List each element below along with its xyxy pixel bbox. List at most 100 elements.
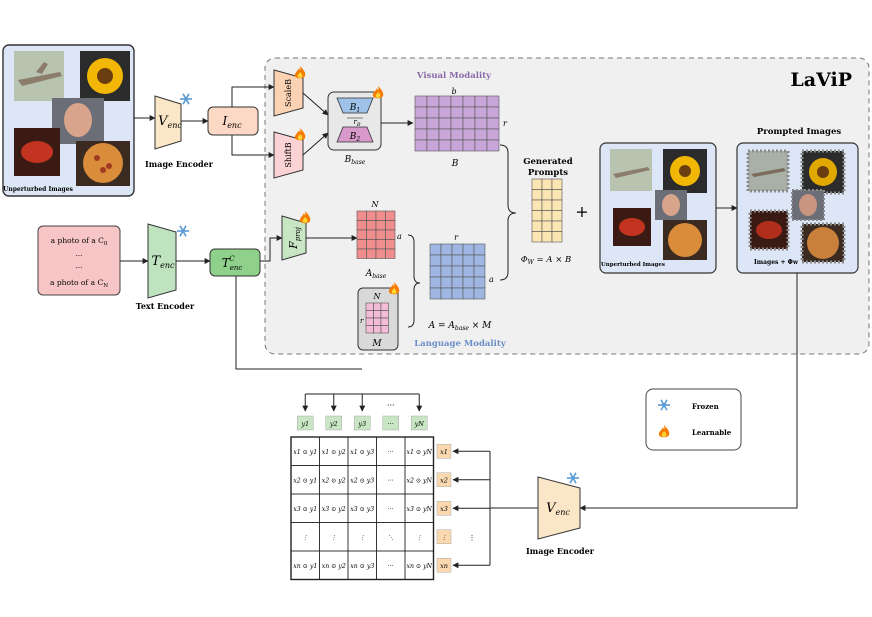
legend-box: [645, 388, 742, 451]
b-matrix-cell: [438, 117, 452, 130]
y-label-box: [325, 415, 342, 431]
image-thumbnails-left: [14, 51, 130, 186]
a-matrix-cell: [462, 254, 475, 267]
y-label: y3: [357, 420, 366, 428]
prompt-matrix-cell: [551, 220, 563, 232]
prompt-matrix-cell: [531, 210, 543, 222]
a-matrix-cell: [473, 243, 486, 256]
y-label: ···: [388, 420, 394, 428]
prompt-matrix-cell: [531, 199, 543, 211]
a-matrix-cell: [462, 265, 475, 278]
m-left-dim: r: [360, 317, 364, 325]
shift-b-label: ShiftB: [284, 142, 293, 167]
abase-matrix-cell: [375, 239, 386, 250]
b-matrix-cell: [438, 139, 452, 152]
i-enc-block: [207, 106, 259, 136]
brace-a: [407, 234, 421, 328]
similarity-cell-value: ···: [388, 506, 394, 513]
b-matrix-grid: [414, 95, 500, 152]
b-matrix-cell: [426, 117, 440, 130]
m-matrix-cell: [365, 302, 374, 311]
m-matrix-cell: [380, 302, 389, 311]
visual-modality-label: Visual Modality: [416, 71, 492, 81]
generated-prompts-label-2: Prompts: [528, 168, 568, 178]
similarity-cell: [404, 550, 434, 580]
frozen-icon-v-enc-bottom: [566, 471, 580, 485]
prompted-images-title: Prompted Images: [757, 127, 842, 137]
a-matrix-cell: [462, 243, 475, 256]
a-matrix-cell: [440, 254, 453, 267]
abase-matrix-cell: [366, 239, 377, 250]
x-label: x1: [440, 448, 448, 456]
b-matrix-cell: [462, 128, 476, 141]
prompt-matrix-cell: [541, 178, 553, 190]
frozen-icon-t-enc: [176, 225, 190, 237]
m-matrix-cell: [365, 317, 374, 326]
x-label-box: [436, 472, 452, 487]
similarity-cell-value: x2 ⊙ y1: [293, 477, 317, 484]
similarity-cell-value: x2 ⊙ y2: [322, 477, 346, 484]
a-top-dim: r: [454, 233, 459, 242]
abase-right-dim: a: [397, 232, 402, 241]
a-matrix-cell: [473, 254, 486, 267]
abase-matrix-cell: [356, 248, 367, 259]
b-matrix-cell: [414, 139, 428, 152]
scale-b-label: ScaleB: [284, 79, 293, 107]
prompt-matrix-cell: [531, 220, 543, 232]
a-matrix-cell: [451, 243, 464, 256]
a-matrix-cell: [429, 287, 442, 300]
v-enc-block-bottom: [537, 476, 581, 540]
b-matrix-cell: [462, 117, 476, 130]
x-dots: ⋮: [469, 534, 476, 542]
t-enc-block: [147, 223, 177, 299]
x-label-box: [436, 558, 452, 573]
abase-matrix-cell: [356, 229, 367, 240]
shift-b-block: [273, 131, 304, 179]
a-matrix-cell: [451, 276, 464, 289]
prompt-matrix-cell: [531, 178, 543, 190]
a-matrix-cell: [462, 276, 475, 289]
b-matrix-cell: [450, 117, 464, 130]
abase-matrix-cell: [385, 248, 396, 259]
t-enc-c-block: [209, 248, 261, 277]
similarity-cell-value: xn ⊙ yN: [406, 563, 432, 570]
b-matrix-cell: [462, 139, 476, 152]
prompt-matrix-cell: [551, 178, 563, 190]
f-proj-block: [281, 215, 307, 261]
b-right-dim: r: [503, 119, 508, 128]
y-label-box: [354, 415, 371, 431]
b-matrix-cell: [486, 128, 500, 141]
prompt-matrix-cell: [541, 189, 553, 201]
unperturbed-images-caption-right: Unperturbed Images: [601, 262, 665, 268]
scale-b-block: [273, 69, 304, 117]
similarity-cell-value: ···: [388, 449, 394, 456]
b-matrix-cell: [474, 128, 488, 141]
prompt-matrix-cell: [541, 231, 553, 243]
a-matrix-cell: [451, 287, 464, 300]
similarity-cell-value: ⋱: [388, 534, 394, 541]
a-matrix-cell: [429, 254, 442, 267]
b1-label: B1: [349, 103, 360, 114]
similarity-cell-value: xn ⊙ y2: [322, 563, 346, 570]
a-matrix-cell: [473, 287, 486, 300]
legend-frozen-label: Frozen: [692, 402, 719, 411]
prompt-matrix-cell: [551, 210, 563, 222]
abase-matrix-cell: [385, 239, 396, 250]
similarity-cell-value: x2 ⊙ yN: [407, 477, 433, 484]
m-matrix-cell: [380, 310, 389, 319]
similarity-cell-value: ⋮: [331, 534, 337, 541]
x-label-box: [436, 529, 452, 544]
similarity-cell-value: x1 ⊙ y3: [350, 449, 374, 456]
legend-learnable-label: Learnable: [692, 428, 732, 437]
b-matrix-cell: [438, 128, 452, 141]
y-label-box: [382, 415, 399, 431]
b-matrix-cell: [450, 139, 464, 152]
a-matrix-cell: [440, 243, 453, 256]
m-matrix-cell: [365, 310, 374, 319]
b-matrix-cell: [426, 139, 440, 152]
abase-top-dim: N: [371, 200, 380, 209]
b-matrix-cell: [426, 95, 440, 108]
b-matrix-cell: [438, 95, 452, 108]
